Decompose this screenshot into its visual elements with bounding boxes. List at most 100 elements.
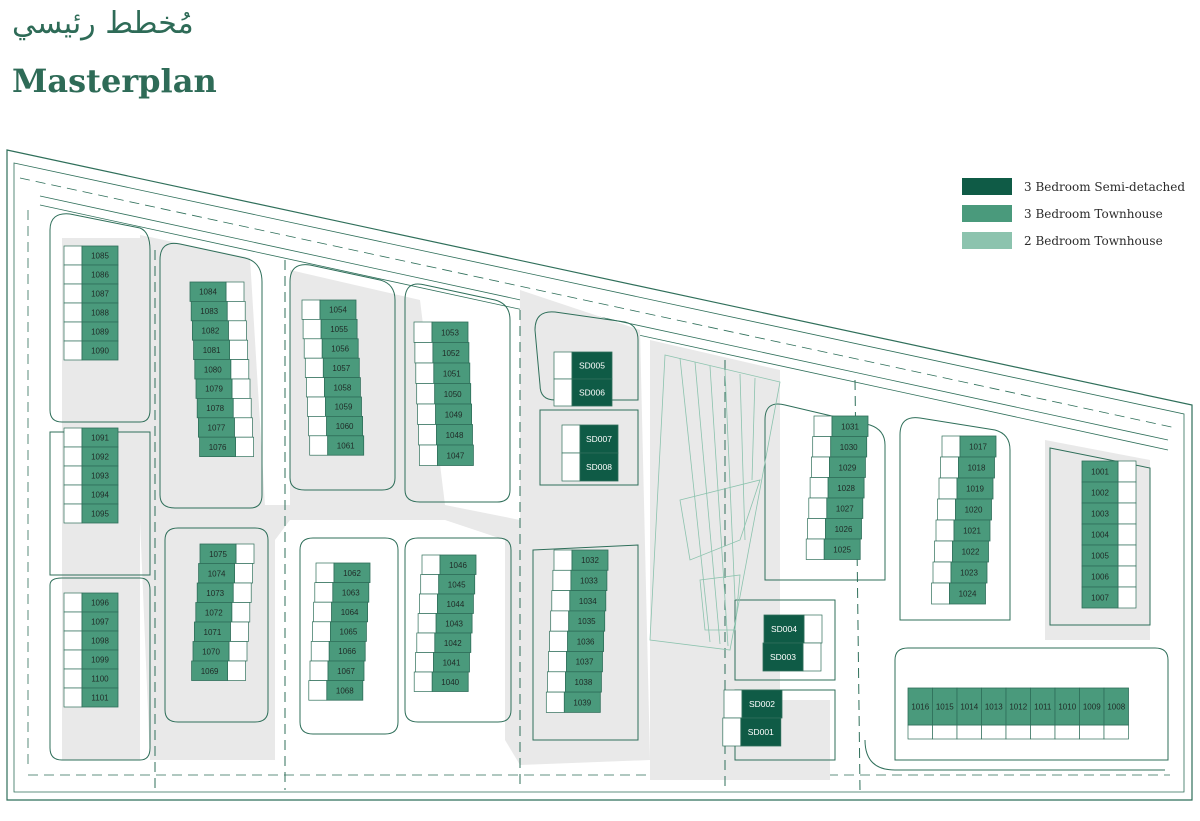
unit-number: 1092 [91, 453, 109, 462]
unit-number: 1013 [985, 703, 1003, 712]
unit-number: 1074 [208, 569, 226, 578]
unit-number: 1088 [91, 309, 109, 318]
unit-number: 1064 [341, 608, 359, 617]
unit-garden [1079, 724, 1105, 740]
unit-garden [63, 446, 83, 467]
unit-garden [1117, 481, 1137, 504]
unit-number: 1047 [447, 451, 465, 460]
semi-detached-unit[interactable] [762, 642, 804, 672]
unit-number: 1086 [91, 271, 109, 280]
townhouse-unit[interactable] [932, 687, 958, 726]
unit-number: 1012 [1009, 703, 1027, 712]
unit-number: 1066 [338, 647, 356, 656]
townhouse-unit[interactable] [1079, 687, 1105, 726]
title-arabic: مُخطط رئيسي [12, 6, 194, 41]
legend-label-townhouse-2br: 2 Bedroom Townhouse [1024, 234, 1163, 248]
townhouse-unit[interactable] [81, 687, 119, 708]
unit-number: 1068 [336, 686, 354, 695]
unit-garden [934, 540, 953, 563]
semi-detached-unit[interactable] [571, 378, 613, 407]
central-landscape-feature [649, 354, 781, 651]
townhouse-unit[interactable] [81, 503, 119, 524]
unit-number: SD004 [771, 624, 797, 634]
semi-detached-unit[interactable] [579, 424, 619, 454]
unit-garden [803, 614, 823, 644]
unit-number: 1016 [911, 703, 929, 712]
unit-number: 1020 [965, 506, 983, 515]
townhouse-unit[interactable] [956, 687, 982, 726]
unit-garden [956, 724, 982, 740]
unit-garden [63, 245, 83, 266]
unit-number: 1060 [336, 422, 354, 431]
unit-garden [304, 357, 324, 378]
townhouse-unit[interactable] [1005, 687, 1031, 726]
unit-number: 1045 [448, 580, 466, 589]
unit-garden [805, 538, 825, 560]
unit-garden [63, 503, 83, 524]
legend: 3 Bedroom Semi-detached 3 Bedroom Townho… [962, 178, 1185, 249]
unit-garden [63, 649, 83, 670]
unit-garden [940, 456, 959, 479]
unit-garden [545, 691, 565, 713]
unit-number: 1080 [204, 365, 222, 374]
unit-garden [547, 671, 566, 693]
semi-detached-unit[interactable] [740, 717, 782, 747]
townhouse-unit[interactable] [981, 687, 1007, 726]
townhouse-unit[interactable] [431, 671, 469, 692]
townhouse-unit[interactable] [436, 444, 474, 466]
unit-garden [302, 319, 322, 340]
townhouse-unit[interactable] [191, 660, 229, 681]
unit-number: 1005 [1091, 552, 1109, 561]
unit-garden [63, 611, 83, 632]
unit-garden [553, 351, 573, 380]
unit-number: SD002 [749, 699, 775, 709]
townhouse-unit[interactable] [949, 582, 986, 605]
semi-detached-unit[interactable] [763, 614, 805, 644]
townhouse-unit[interactable] [823, 538, 861, 560]
legend-label-townhouse-3br: 3 Bedroom Townhouse [1024, 207, 1163, 221]
unit-garden [63, 340, 83, 361]
unit-garden [312, 621, 331, 642]
unit-number: 1032 [581, 556, 599, 565]
townhouse-unit[interactable] [199, 436, 237, 458]
unit-number: 1026 [835, 525, 853, 534]
unit-garden [552, 569, 572, 591]
unit-number: 1037 [576, 658, 594, 667]
unit-garden [231, 602, 251, 623]
unit-garden [932, 724, 958, 740]
townhouse-unit[interactable] [1103, 687, 1129, 726]
semi-detached-unit[interactable] [579, 452, 619, 482]
unit-garden [553, 378, 573, 407]
unit-garden [812, 436, 832, 458]
unit-number: 1008 [1107, 703, 1125, 712]
unit-garden [415, 652, 434, 673]
unit-number: 1021 [963, 527, 981, 536]
townhouse-unit[interactable] [1054, 687, 1080, 726]
unit-number: 1025 [833, 545, 851, 554]
unit-number: 1069 [201, 667, 219, 676]
townhouse-unit[interactable] [326, 680, 364, 701]
townhouse-unit[interactable] [563, 691, 601, 713]
unit-garden [414, 342, 434, 364]
townhouse-unit[interactable] [1081, 586, 1119, 609]
unit-garden [419, 593, 438, 614]
townhouse-unit[interactable] [81, 340, 119, 361]
unit-garden [1030, 724, 1056, 740]
townhouse-unit[interactable] [907, 687, 933, 726]
unit-number: 1091 [91, 434, 109, 443]
townhouse-unit[interactable] [327, 435, 365, 456]
unit-garden [907, 724, 933, 740]
unit-number: 1099 [91, 656, 109, 665]
unit-garden [232, 582, 252, 603]
unit-garden [723, 689, 743, 719]
unit-number: 1050 [444, 390, 462, 399]
